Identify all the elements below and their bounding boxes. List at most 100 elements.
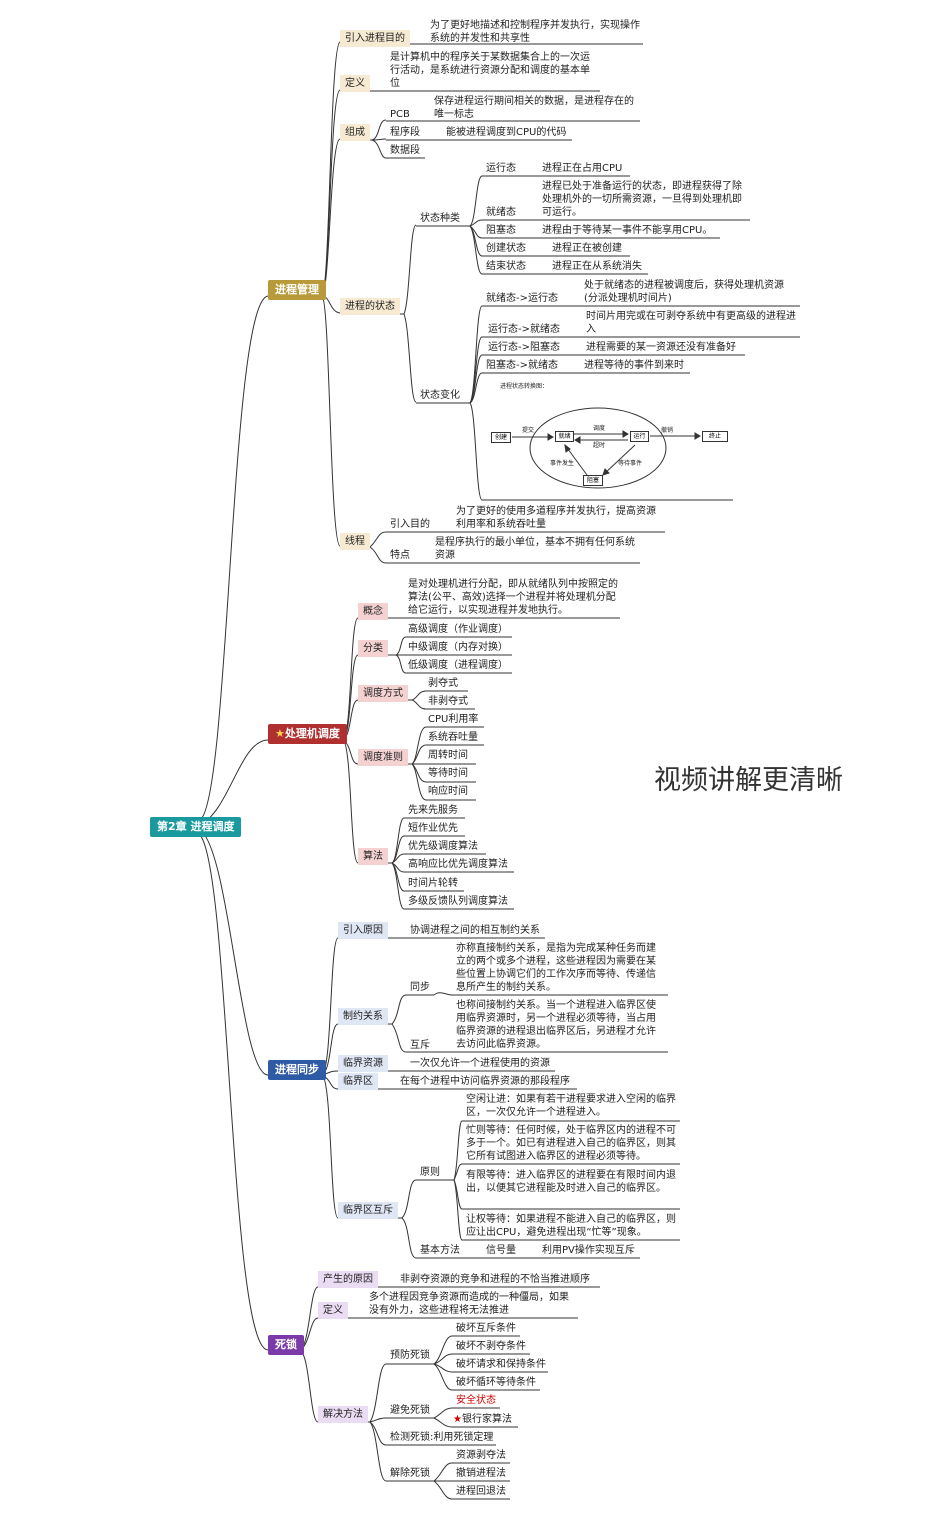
avoid-safe-state[interactable]: 安全状态 <box>456 1395 496 1406</box>
diagram-label-event-occur: 事件发生 <box>550 460 575 467</box>
root-topic[interactable]: 第2章 进程调度 <box>150 817 242 837</box>
mode-nonpreemptive[interactable]: 非剥夺式 <box>428 696 468 707</box>
class-high[interactable]: 高级调度（作业调度） <box>408 624 508 635</box>
recover-rollback[interactable]: 进程回退法 <box>456 1486 506 1497</box>
node-constraint[interactable]: 制约关系 <box>338 1008 388 1025</box>
change-running-blocked-desc: 进程需要的某一资源还没有准备好 <box>586 342 736 353</box>
avoid-banker[interactable]: ★银行家算法 <box>453 1413 512 1426</box>
node-classes[interactable]: 分类 <box>358 640 388 657</box>
node-concept-text: 是对处理机进行分配，即从就绪队列中按照定的算法(公平、高效)选择一个进程并将处理… <box>408 579 618 616</box>
state-create-desc: 进程正在被创建 <box>552 243 622 254</box>
change-ready-running[interactable]: 就绪态->运行态 <box>486 293 558 304</box>
node-cs-mutex[interactable]: 临界区互斥 <box>338 1202 398 1219</box>
node-program-segment[interactable]: 程序段 <box>390 127 420 138</box>
node-concept[interactable]: 概念 <box>358 603 388 620</box>
diagram-node-running: 运行 <box>630 431 649 442</box>
node-avoid[interactable]: 避免死锁 <box>390 1405 430 1416</box>
node-semaphore-text: 利用PV操作实现互斥 <box>542 1245 635 1256</box>
node-pcb[interactable]: PCB <box>390 109 410 120</box>
node-thread[interactable]: 线程 <box>340 533 370 550</box>
state-create[interactable]: 创建状态 <box>486 243 526 254</box>
criteria-response[interactable]: 响应时间 <box>428 786 468 797</box>
change-running-ready-desc: 时间片用完或在可剥夺系统中有更高级的进程进入 <box>586 311 796 335</box>
branch-deadlock[interactable]: 死锁 <box>268 1335 304 1355</box>
recover-kill[interactable]: 撤销进程法 <box>456 1468 506 1479</box>
change-running-blocked[interactable]: 运行态->阻塞态 <box>488 342 560 353</box>
node-algorithms[interactable]: 算法 <box>358 848 388 865</box>
watermark-text: 视频讲解更清晰 <box>654 765 843 796</box>
state-exit[interactable]: 结束状态 <box>486 261 526 272</box>
node-thread-purpose[interactable]: 引入目的 <box>390 519 430 530</box>
node-sync-cause-text: 协调进程之间的相互制约关系 <box>410 925 540 936</box>
principle-bounded: 有限等待：进入临界区的进程要在有限时间内退出，以便其它进程能及时进入自己的临界区… <box>466 1170 676 1194</box>
branch-process-management[interactable]: 进程管理 <box>268 280 326 300</box>
node-critical-resource-text: 一次仅允许一个进程使用的资源 <box>410 1058 550 1069</box>
criteria-throughput[interactable]: 系统吞吐量 <box>428 732 478 743</box>
node-data-segment[interactable]: 数据段 <box>390 145 420 156</box>
recover-resource[interactable]: 资源剥夺法 <box>456 1450 506 1461</box>
node-thread-feature[interactable]: 特点 <box>390 550 410 561</box>
class-low[interactable]: 低级调度（进程调度） <box>408 660 508 671</box>
principle-busy: 忙则等待：任何时候，处于临界区内的进程不可多于一个。如已有进程进入自己的临界区，… <box>466 1125 676 1162</box>
node-composition[interactable]: 组成 <box>340 124 370 141</box>
node-purpose[interactable]: 引入进程目的 <box>340 30 410 47</box>
criteria-waiting[interactable]: 等待时间 <box>428 768 468 779</box>
node-principles[interactable]: 原则 <box>420 1167 440 1178</box>
prevent-nopreempt[interactable]: 破坏不剥夺条件 <box>456 1341 526 1352</box>
node-state-kinds[interactable]: 状态种类 <box>420 213 460 224</box>
prevent-mutex[interactable]: 破坏互斥条件 <box>456 1323 516 1334</box>
node-solutions[interactable]: 解决方法 <box>318 1406 368 1423</box>
criteria-cpu[interactable]: CPU利用率 <box>428 714 479 725</box>
change-blocked-ready[interactable]: 阻塞态->就绪态 <box>486 360 558 371</box>
algo-priority[interactable]: 优先级调度算法 <box>408 841 478 852</box>
class-mid[interactable]: 中级调度（内存对换） <box>408 642 508 653</box>
diagram-node-create: 创建 <box>491 432 511 443</box>
prevent-circular[interactable]: 破坏循环等待条件 <box>456 1377 536 1388</box>
mode-preemptive[interactable]: 剥夺式 <box>428 678 458 689</box>
state-blocked-desc: 进程由于等待某一事件不能享用CPU。 <box>542 225 713 236</box>
node-definition-text: 是计算机中的程序关于某数据集合上的一次运行活动，是系统进行资源分配和调度的基本单… <box>390 52 590 89</box>
state-ready-desc: 进程已处于准备运行的状态，即进程获得了除处理机外的一切所需资源，一旦得到处理机即… <box>542 181 742 218</box>
state-ready[interactable]: 就绪态 <box>486 207 516 218</box>
node-semaphore[interactable]: 信号量 <box>486 1245 516 1256</box>
change-running-ready[interactable]: 运行态->就绪态 <box>488 324 560 335</box>
node-recover[interactable]: 解除死锁 <box>390 1468 430 1479</box>
node-constraint-mutex[interactable]: 互斥 <box>410 1040 430 1051</box>
node-basic-method[interactable]: 基本方法 <box>420 1245 460 1256</box>
node-thread-purpose-text: 为了更好的使用多道程序并发执行，提高资源利用率和系统吞吐量 <box>456 506 656 530</box>
diagram-label-exit: 撤销 <box>661 427 674 434</box>
node-purpose-text: 为了更好地描述和控制程序并发执行，实现操作系统的并发性和共享性 <box>430 20 640 44</box>
algo-fcfs[interactable]: 先来先服务 <box>408 805 458 816</box>
star-icon: ★ <box>453 1414 462 1425</box>
change-blocked-ready-desc: 进程等待的事件到来时 <box>584 360 684 371</box>
branch-process-sync[interactable]: 进程同步 <box>268 1060 326 1080</box>
node-detect[interactable]: 检测死锁:利用死锁定理 <box>390 1432 494 1443</box>
state-blocked[interactable]: 阻塞态 <box>486 225 516 236</box>
node-thread-feature-text: 是程序执行的最小单位，基本不拥有任何系统资源 <box>435 537 635 561</box>
algo-mlfq[interactable]: 多级反馈队列调度算法 <box>408 896 508 907</box>
prevent-hold-wait[interactable]: 破坏请求和保持条件 <box>456 1359 546 1370</box>
node-critical-resource[interactable]: 临界资源 <box>338 1055 388 1072</box>
algo-rr[interactable]: 时间片轮转 <box>408 878 458 889</box>
node-state-changes[interactable]: 状态变化 <box>420 390 460 401</box>
node-deadlock-cause-text: 非剥夺资源的竞争和进程的不恰当推进顺序 <box>400 1274 590 1285</box>
node-modes[interactable]: 调度方式 <box>358 685 408 702</box>
state-running[interactable]: 运行态 <box>486 163 516 174</box>
node-definition[interactable]: 定义 <box>340 75 370 92</box>
branch-cpu-scheduling[interactable]: ★处理机调度 <box>268 724 347 744</box>
algo-sjf[interactable]: 短作业优先 <box>408 823 458 834</box>
node-prevent[interactable]: 预防死锁 <box>390 1350 430 1361</box>
state-exit-desc: 进程正在从系统消失 <box>552 261 642 272</box>
node-sync-cause[interactable]: 引入原因 <box>338 922 388 939</box>
diagram-node-ready: 就绪 <box>555 431 574 442</box>
node-deadlock-definition[interactable]: 定义 <box>318 1302 348 1319</box>
node-criteria[interactable]: 调度准则 <box>358 749 408 766</box>
criteria-turnaround[interactable]: 周转时间 <box>428 750 468 761</box>
algo-hrrn[interactable]: 高响应比优先调度算法 <box>408 859 508 870</box>
node-program-text: 能被进程调度到CPU的代码 <box>446 127 567 138</box>
node-deadlock-definition-text: 多个进程因竞争资源而造成的一种僵局，如果没有外力，这些进程将无法推进 <box>369 1292 569 1316</box>
node-deadlock-cause[interactable]: 产生的原因 <box>318 1271 378 1288</box>
node-constraint-sync[interactable]: 同步 <box>410 982 430 993</box>
node-process-states[interactable]: 进程的状态 <box>340 298 400 315</box>
node-critical-section[interactable]: 临界区 <box>338 1073 378 1090</box>
